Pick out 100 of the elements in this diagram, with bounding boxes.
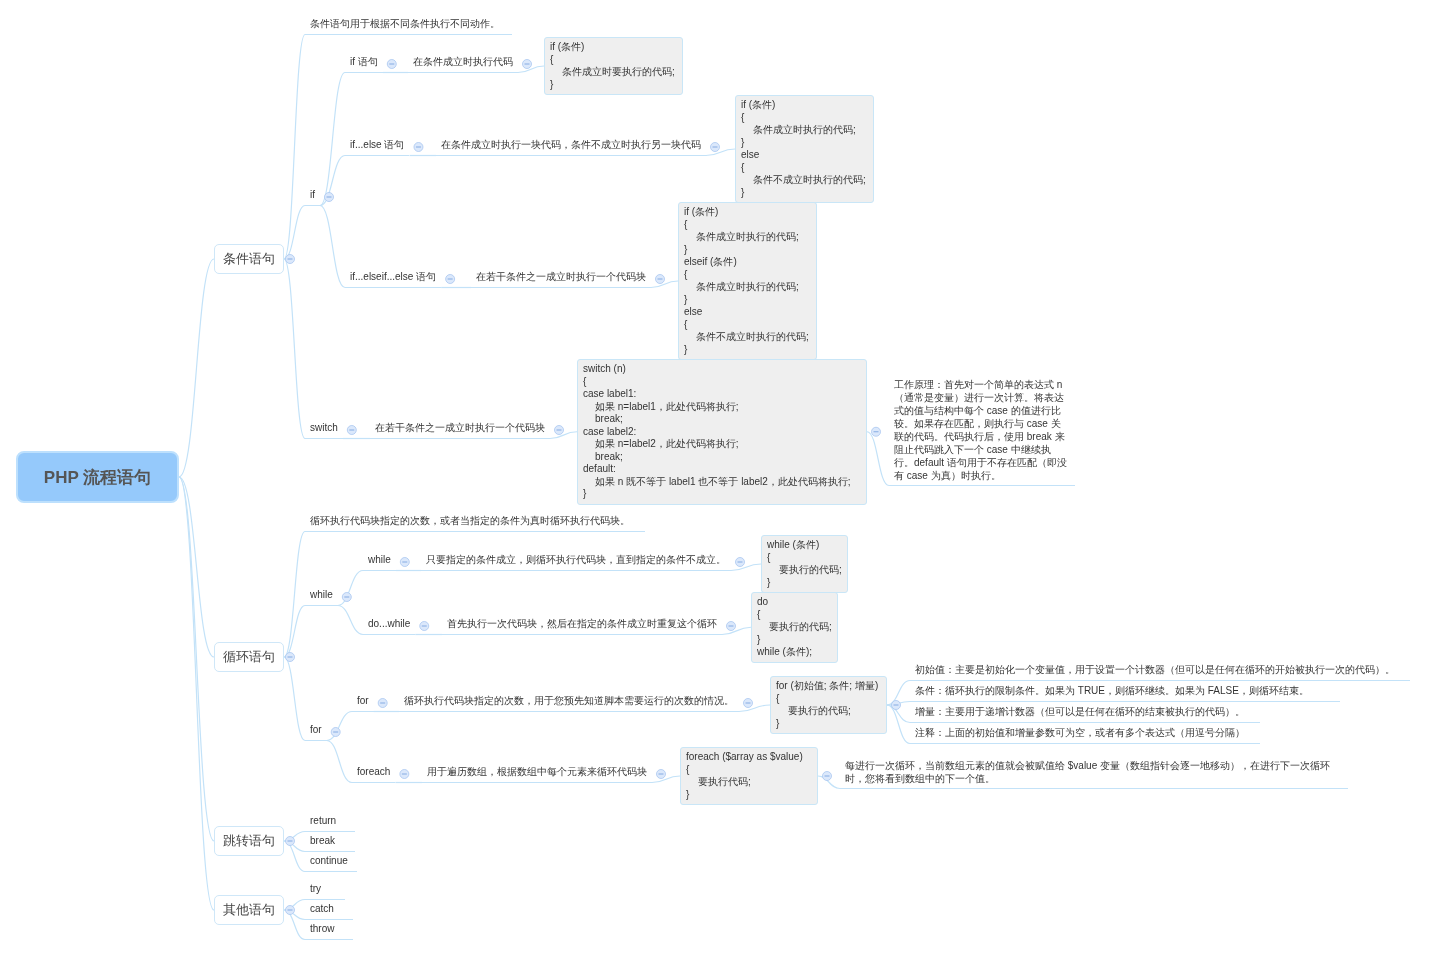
topic-underline — [436, 138, 706, 156]
code-line: } — [757, 633, 761, 646]
topic-text: if...else 语句 — [350, 138, 405, 152]
code-block — [678, 202, 817, 360]
topic-text: 循环执行代码块指定的次数，用于您预先知道脚本需要运行的次数的情况。 — [404, 694, 734, 708]
code-line: 如果 n=label2，此处代码将执行; — [595, 438, 739, 451]
code-line: 如果 n 既不等于 label1 也不等于 label2，此处代码将执行; — [595, 475, 851, 488]
topic-text: return — [310, 814, 337, 828]
topic-underline — [442, 617, 722, 635]
topic-underline — [399, 694, 739, 712]
code-line: { — [583, 375, 587, 388]
code-line: else — [741, 149, 760, 162]
code-line: else — [684, 306, 703, 319]
connector-line — [650, 280, 679, 289]
code-line: default: — [583, 463, 616, 476]
code-line: } — [583, 488, 587, 501]
topic-text: if — [310, 188, 315, 202]
note-text: 每进行一次循环，当前数组元素的值就会被赋值给 $value 变量（数组指针会逐一地移动），在进行下一次循环时，您将看到数组中的下一个值。 — [845, 759, 1332, 785]
code-line: case label1: — [583, 388, 637, 401]
topic-underline — [305, 814, 355, 832]
topic-text: 在若干条件之一成立时执行一个代码块 — [476, 270, 646, 284]
connector-line — [337, 604, 364, 636]
connector-line — [817, 775, 841, 790]
topic-text: try — [310, 882, 322, 896]
code-line: if (条件) — [684, 206, 719, 219]
connector-line — [414, 633, 443, 636]
code-line: 条件成立时执行的代码; — [696, 231, 799, 244]
topic-text: 注释：上面的初始值和增量参数可为空，或者有多个表达式（用逗号分隔） — [915, 726, 1245, 740]
connector-line — [342, 437, 371, 440]
code-line: for (初始值; 条件; 增量) — [776, 680, 879, 693]
topic-text: 只要指定的条件成立，则循环执行代码块，直到指定的条件不成立。 — [426, 553, 726, 567]
connector-line — [705, 148, 736, 157]
connector-line — [283, 33, 306, 260]
code-line: 条件不成立时执行的代码; — [753, 174, 866, 187]
topic-underline — [305, 922, 353, 940]
category-box — [214, 826, 284, 856]
connector-line — [382, 71, 409, 74]
note-underline — [840, 759, 1348, 789]
topic-underline — [421, 553, 731, 571]
topic-text: 在条件成立时执行代码 — [413, 55, 513, 69]
topic-underline — [471, 270, 651, 288]
topic-underline — [910, 726, 1260, 744]
connector-line — [517, 65, 545, 74]
code-line: } — [684, 243, 688, 256]
topic-text: if 语句 — [350, 55, 378, 69]
topic-underline — [305, 723, 327, 741]
topic-underline — [910, 684, 1340, 702]
note-text: 工作原理：首先对一个简单的表达式 n（通常是变量）进行一次计算。将表达式的值与结构中每个 case 的值进行比较。如果存在匹配，则执行与 case 关联的代码。代码执行后，使用 break 来阻止代码跳入下一个 case 中继续执行。default 语句用于不存在匹配（即没有 case 为真）时执行。 — [894, 378, 1068, 482]
topic-text: 初始值：主要是初始化一个变量值，用于设置一个计数器（但可以是任何在循环的开始被执行一次的代码）。 — [915, 663, 1395, 677]
topic-underline — [352, 765, 396, 783]
topic-text: 用于遍历数组，根据数组中每个元素来循环代码块 — [427, 765, 647, 779]
connector-line — [408, 154, 437, 157]
topic-underline — [422, 765, 652, 783]
topic-text: 循环执行代码块指定的次数，或者当指定的条件为真时循环执行代码块。 — [310, 514, 630, 528]
topic-underline — [408, 55, 518, 73]
connector-line — [440, 286, 472, 289]
topic-text: catch — [310, 902, 334, 916]
connector-line — [730, 563, 762, 572]
topic-underline — [305, 17, 512, 35]
code-line: { — [741, 111, 745, 124]
topic-underline — [305, 834, 355, 852]
topic-underline — [305, 188, 320, 206]
code-block — [577, 359, 867, 505]
category-text: 循环语句 — [223, 648, 275, 666]
code-line: while (条件); — [757, 646, 812, 659]
connector-line — [721, 626, 752, 636]
code-line: elseif (条件) — [684, 256, 737, 269]
topic-text: switch — [310, 421, 338, 435]
code-line: case label2: — [583, 425, 637, 438]
topic-text: if...elseif...else 语句 — [350, 270, 437, 284]
code-line: } — [550, 78, 554, 91]
category-text: 条件语句 — [223, 250, 275, 268]
code-line: do — [757, 596, 769, 609]
connector-line — [283, 656, 306, 742]
topic-underline — [345, 270, 442, 288]
topic-underline — [305, 902, 353, 920]
topic-underline — [352, 694, 374, 712]
code-line: 条件不成立时执行的代码; — [696, 331, 809, 344]
connector-line — [319, 154, 346, 207]
code-block — [751, 592, 838, 663]
connector-line — [178, 476, 215, 911]
connector-line — [326, 710, 353, 742]
root-topic-box — [16, 451, 179, 503]
topic-underline — [345, 138, 410, 156]
topic-text: 首先执行一次代码块，然后在指定的条件成立时重复这个循环 — [447, 617, 717, 631]
connector-line — [178, 258, 215, 478]
code-line: { — [684, 268, 688, 281]
code-line: 条件成立时执行的代码; — [696, 281, 799, 294]
code-line: { — [684, 218, 688, 231]
code-line: { — [767, 551, 771, 564]
code-line: } — [684, 343, 688, 356]
code-line: if (条件) — [550, 41, 585, 54]
code-line: break; — [595, 413, 623, 426]
code-block — [544, 37, 683, 95]
topic-underline — [363, 617, 416, 635]
connector-line — [738, 704, 771, 713]
connector-line — [394, 781, 423, 784]
code-line: 要执行的代码; — [769, 621, 832, 634]
topic-text: 增量：主要用于递增计数器（但可以是任何在循环的结束被执行的代码）。 — [915, 705, 1245, 719]
code-block — [735, 95, 874, 203]
